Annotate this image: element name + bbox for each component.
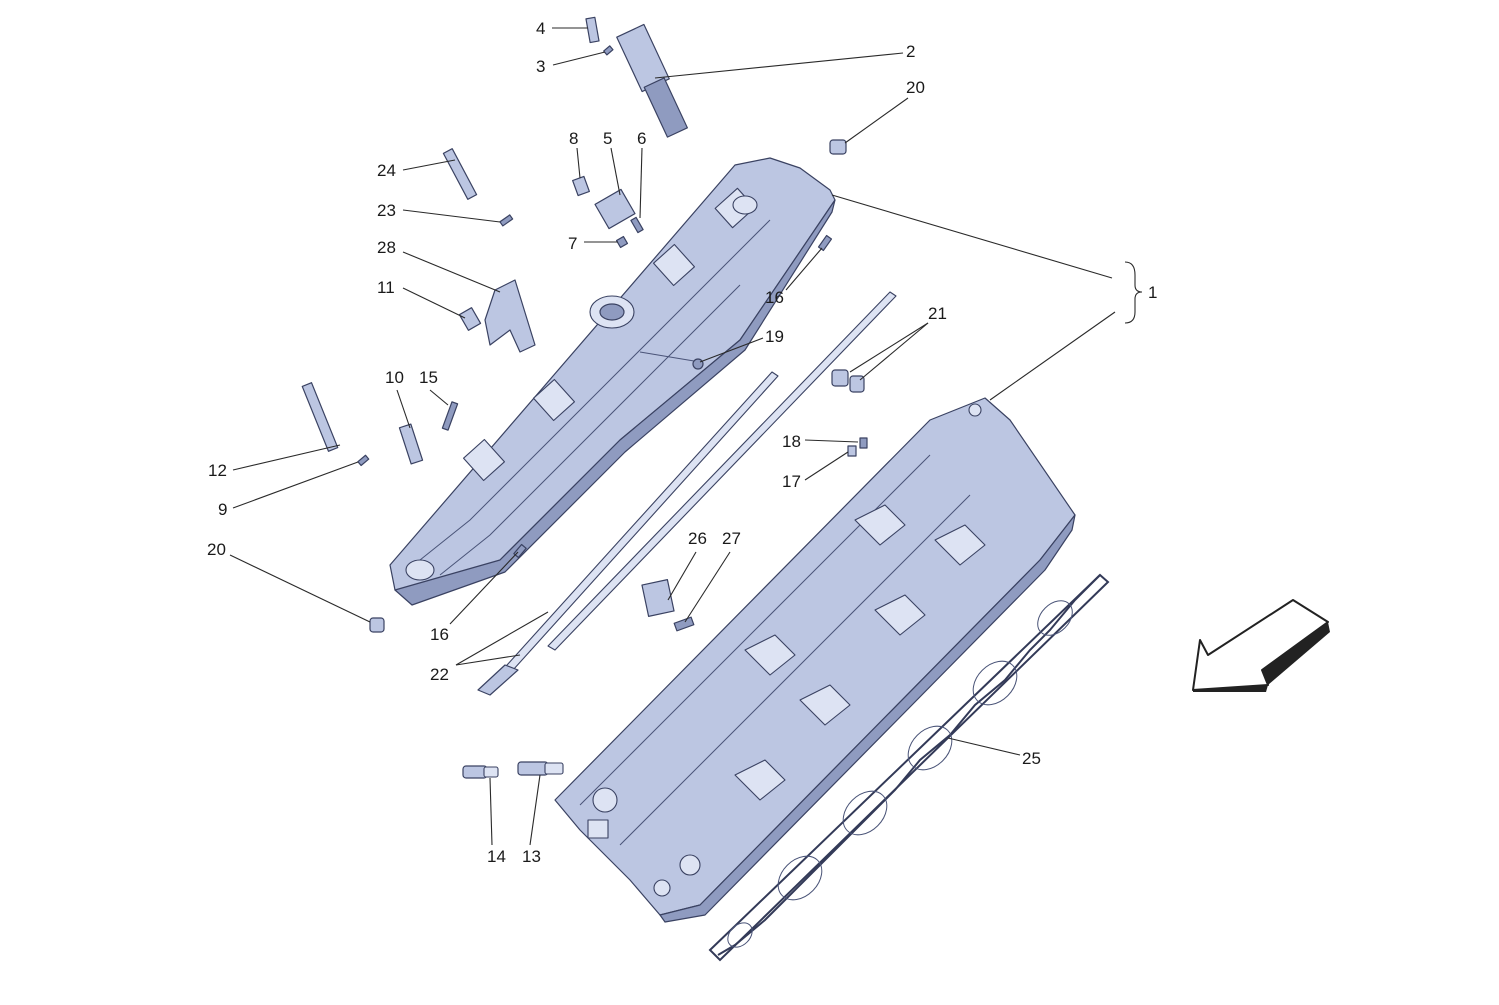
pin-23 xyxy=(499,214,514,227)
arrow-left-down-icon xyxy=(1192,599,1330,692)
camshaft-carrier xyxy=(389,157,836,606)
solenoid-valve xyxy=(616,23,688,138)
callout-24: 24 xyxy=(377,161,396,180)
dowel-16-bottom xyxy=(513,543,527,559)
leader-lines xyxy=(229,27,1143,846)
callout-23: 23 xyxy=(377,201,396,220)
callout-15: 15 xyxy=(419,368,438,387)
pin-14 xyxy=(462,765,499,779)
callout-22: 22 xyxy=(430,665,449,684)
sensor-28 xyxy=(484,279,536,353)
callout-17: 17 xyxy=(782,472,801,491)
callout-10: 10 xyxy=(385,368,404,387)
callout-2: 2 xyxy=(906,42,915,61)
callout-5: 5 xyxy=(603,129,612,148)
bolt-8 xyxy=(572,175,590,197)
o-ring-3 xyxy=(603,45,614,56)
sensor-5 xyxy=(594,188,636,230)
callout-7: 7 xyxy=(568,234,577,253)
bolt-24 xyxy=(442,148,478,200)
plug-19 xyxy=(692,358,704,370)
callout-11: 11 xyxy=(377,278,395,297)
valve-port-row xyxy=(734,504,986,801)
callout-20-top: 20 xyxy=(906,78,925,97)
bolt-4 xyxy=(585,16,600,44)
callout-3: 3 xyxy=(536,57,545,76)
callout-8: 8 xyxy=(569,129,578,148)
callout-28: 28 xyxy=(377,238,396,257)
pin-18 xyxy=(859,437,868,449)
callout-16-top: 16 xyxy=(765,288,784,307)
callout-6: 6 xyxy=(637,129,646,148)
plug-20-bottom xyxy=(369,617,385,633)
tube-22 xyxy=(477,291,897,696)
callout-20-bottom: 20 xyxy=(207,540,226,559)
callout-1: 1 xyxy=(1148,283,1157,302)
callout-12: 12 xyxy=(208,461,227,480)
pin-9 xyxy=(357,454,370,467)
head-gasket xyxy=(708,573,1110,962)
bolt-10 xyxy=(398,423,424,465)
pin-17 xyxy=(847,445,857,457)
plug-20-top xyxy=(829,139,847,155)
dowel-16-top xyxy=(817,234,833,252)
callout-21: 21 xyxy=(928,304,947,323)
callout-26: 26 xyxy=(688,529,707,548)
bolt-12 xyxy=(301,382,339,452)
cap-21a xyxy=(831,369,849,387)
cylinder-head xyxy=(554,397,1076,923)
o-ring-6 xyxy=(630,216,644,234)
spring-15 xyxy=(441,401,459,431)
seal-7 xyxy=(615,235,629,249)
callout-9: 9 xyxy=(218,500,227,519)
callout-14: 14 xyxy=(487,847,506,866)
pin-13 xyxy=(517,761,564,776)
callout-25: 25 xyxy=(1022,749,1041,768)
callout-13: 13 xyxy=(522,847,541,866)
callout-labels: 1 2 3 4 5 6 7 8 9 10 11 12 13 14 15 16 1… xyxy=(207,19,1157,866)
callout-27: 27 xyxy=(722,529,741,548)
callout-16-bottom: 16 xyxy=(430,625,449,644)
bolt-11 xyxy=(458,307,482,331)
callout-18: 18 xyxy=(782,432,801,451)
seal-27 xyxy=(673,616,695,632)
callout-4: 4 xyxy=(536,19,545,38)
callout-19: 19 xyxy=(765,327,784,346)
